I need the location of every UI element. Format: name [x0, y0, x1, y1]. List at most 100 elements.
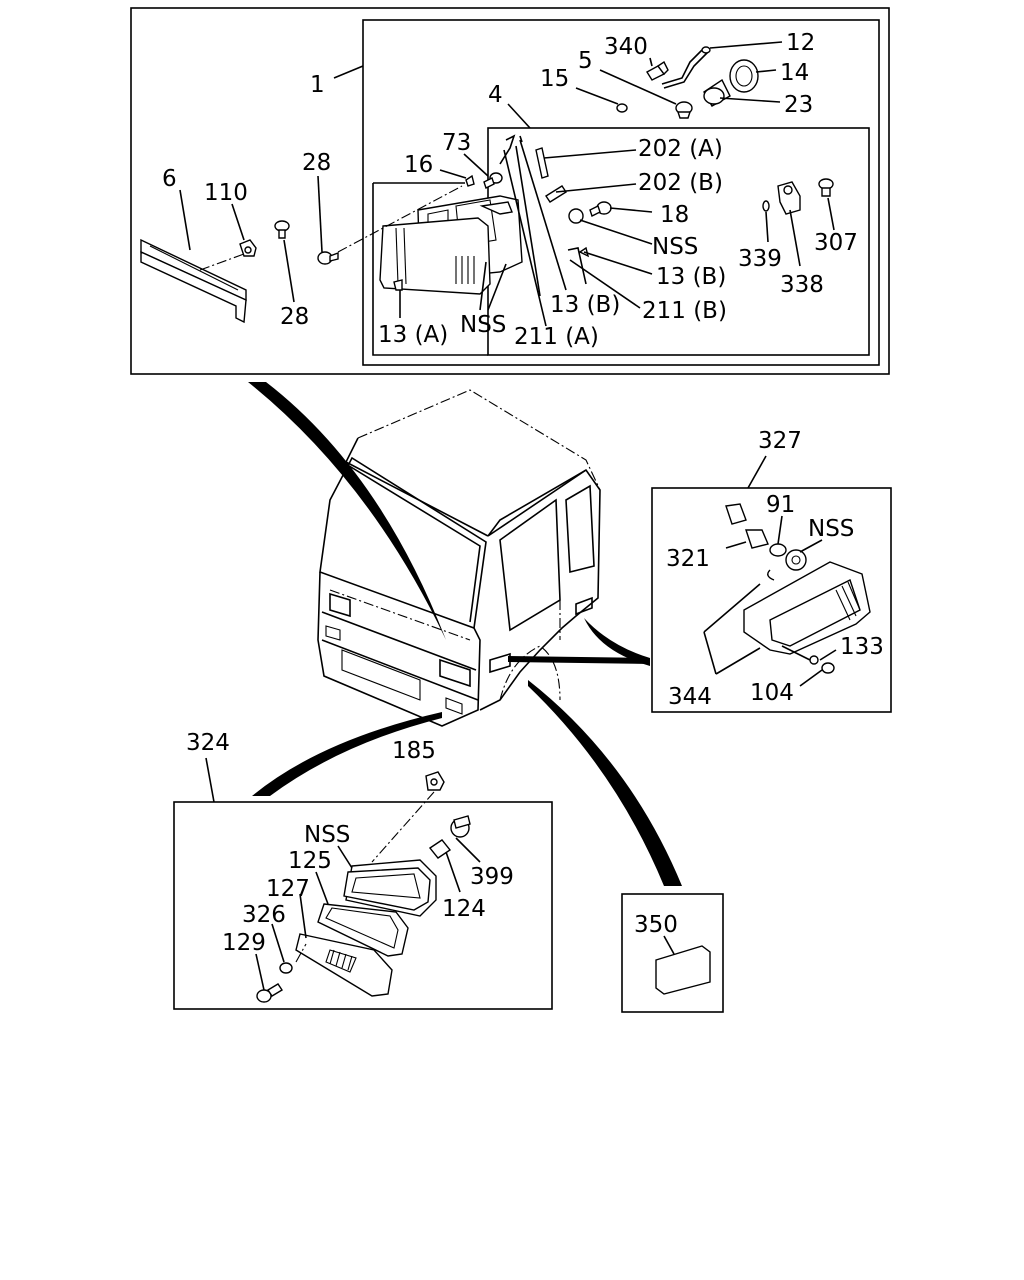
- reflector-350-part: [655, 945, 711, 995]
- swoosh-side-marker-b: [508, 656, 650, 664]
- callout-5: 5: [578, 48, 593, 74]
- callout-13a: 13 (A): [378, 322, 448, 348]
- headlamp-callouts: 1 4 5 15 340 12 14 23 73 16 28 28 6 110 …: [162, 30, 858, 350]
- lens-127-part: [295, 933, 393, 997]
- callout-nss-lens: NSS: [460, 312, 506, 338]
- cab-rear-window: [565, 484, 595, 574]
- headlamp-lens-frame: [372, 183, 488, 356]
- callout-324: 324: [186, 730, 230, 756]
- callout-28-top: 28: [302, 150, 331, 176]
- callout-129: 129: [222, 930, 266, 956]
- callout-340: 340: [604, 34, 648, 60]
- screw-129-part: [256, 983, 283, 1003]
- cab-side-panel: [479, 468, 601, 711]
- gasket-125-part: [317, 903, 409, 957]
- reflector-frame: [621, 893, 724, 1013]
- cab-hood-line: [329, 589, 471, 641]
- turn-lamp-panel: 324 185 NSS 125 127 326 129 399 124: [173, 730, 553, 1010]
- callout-4: 4: [488, 82, 503, 108]
- callout-399: 399: [470, 864, 514, 890]
- callout-338: 338: [780, 272, 824, 298]
- callout-211b: 211 (B): [642, 298, 727, 324]
- cab-side-marker-rear: [575, 596, 593, 616]
- cab-front-crease: [321, 611, 477, 671]
- callout-339: 339: [738, 246, 782, 272]
- callout-133: 133: [840, 634, 884, 660]
- spring-211B-part: [567, 247, 587, 285]
- screw-28b-part: [317, 251, 339, 265]
- headlamp-assembly-frame: [362, 19, 880, 366]
- reflector-panel: 350: [621, 893, 724, 1013]
- screw-73-part: [483, 172, 503, 189]
- cab-turn-lamp-left: [325, 625, 341, 641]
- socket-399-part: [450, 815, 471, 838]
- harness-12-part: [661, 46, 711, 89]
- socket-23-part: [703, 78, 731, 107]
- screw-307-part: [818, 178, 834, 197]
- washer-326-part: [279, 962, 293, 974]
- clip-13A-part: [393, 279, 403, 291]
- turn-lamp-leader-lines: [255, 791, 481, 991]
- callout-73: 73: [442, 130, 471, 156]
- callout-104: 104: [750, 680, 794, 706]
- headlamp-leader-lines: [179, 41, 835, 327]
- callout-350: 350: [634, 912, 678, 938]
- cab-front-panel: [317, 571, 481, 727]
- cab-turn-lamp-right: [445, 697, 463, 715]
- cab-roof-outline: [357, 389, 601, 491]
- headlamp-lens-part: [379, 217, 491, 295]
- adjuster-202A-part: [535, 147, 549, 179]
- callout-nss-turn: NSS: [304, 822, 350, 848]
- callout-28-bottom: 28: [280, 304, 309, 330]
- clip-16-part: [465, 174, 475, 187]
- callout-13b-mid: 13 (B): [550, 292, 620, 318]
- bulb-5-part: [675, 101, 693, 119]
- cap-14-part: [729, 59, 759, 93]
- reference-swooshes: [248, 382, 682, 886]
- callout-307: 307: [814, 230, 858, 256]
- bulb-124-part: [428, 839, 452, 859]
- swoosh-reflector: [528, 680, 682, 886]
- swoosh-headlamp: [248, 382, 446, 640]
- bulb-15-part: [616, 103, 628, 113]
- cab-grille-line: [321, 639, 479, 701]
- bracket-338-part: [777, 181, 801, 215]
- callout-12: 12: [786, 30, 815, 56]
- cab-windshield: [319, 456, 487, 630]
- bulb-340-part: [646, 60, 669, 81]
- callout-6: 6: [162, 166, 177, 192]
- callout-344: 344: [668, 684, 712, 710]
- callout-15: 15: [540, 66, 569, 92]
- cab-roof-side-edge: [487, 469, 587, 537]
- side-marker-leader-lines: [703, 515, 837, 687]
- turn-lamp-housing-part: [343, 859, 437, 917]
- cab-headlamp-left: [329, 592, 351, 618]
- headlamp-panel: 1 4 5 15 340 12 14 23 73 16 28 28 6 110 …: [130, 7, 890, 375]
- cab-roof-front-edge: [344, 437, 489, 537]
- callout-125: 125: [288, 848, 332, 874]
- truck-cab-illustration: [317, 389, 601, 727]
- clip-185-part: [425, 771, 445, 791]
- callout-14: 14: [780, 60, 809, 86]
- nut-nss-part: [568, 208, 584, 224]
- cab-grille: [341, 649, 421, 701]
- socket-321-part: [725, 503, 769, 549]
- callout-1: 1: [310, 72, 325, 98]
- clip-339-part: [762, 200, 770, 212]
- headlamp-panel-outer-frame: [130, 7, 890, 375]
- gasket-nss-part: [785, 549, 807, 571]
- callout-18: 18: [660, 202, 689, 228]
- callout-16: 16: [404, 152, 433, 178]
- swoosh-side-marker: [584, 618, 650, 666]
- screw-28a-part: [274, 220, 290, 239]
- swoosh-turn-lamp: [252, 712, 442, 796]
- callout-185: 185: [392, 738, 436, 764]
- callout-321: 321: [666, 546, 710, 572]
- callout-124: 124: [442, 896, 486, 922]
- cab-wheel-arch: [499, 645, 561, 701]
- callout-327: 327: [758, 428, 802, 454]
- side-marker-panel: 327 91 NSS 321 133 344 104: [651, 428, 892, 713]
- spring-211A-part: [515, 145, 541, 297]
- callout-326: 326: [242, 902, 286, 928]
